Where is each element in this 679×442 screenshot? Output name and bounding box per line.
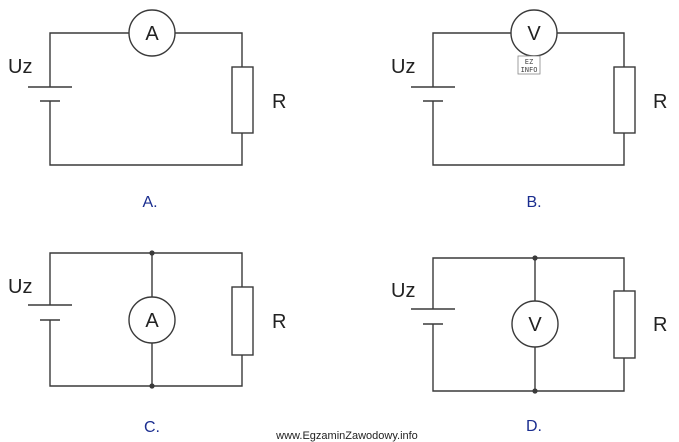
resistor-symbol: [231, 66, 254, 134]
load-label: R: [653, 91, 667, 113]
footer-url: www.EgzaminZawodowy.info: [275, 430, 418, 442]
battery-symbol: [411, 86, 455, 102]
meter-label: V: [527, 23, 541, 45]
load-label: R: [272, 91, 286, 113]
ammeter-symbol: [128, 9, 176, 57]
source-label: Uz: [8, 276, 32, 298]
resistor-symbol: [231, 286, 254, 356]
load-label: R: [272, 311, 286, 333]
junction-node: [149, 250, 155, 256]
svg-text:INFO: INFO: [521, 66, 538, 74]
meter-label: A: [145, 310, 159, 332]
circuit-b: Uz V R B. EZ INFO: [391, 9, 667, 211]
circuit-a-wires: [49, 32, 243, 166]
source-label: Uz: [391, 280, 415, 302]
junction-node: [532, 388, 538, 394]
ammeter-symbol: [128, 296, 176, 344]
meter-label: A: [145, 23, 159, 45]
circuit-c: Uz A R C.: [8, 250, 286, 436]
resistor-symbol: [613, 290, 636, 359]
battery-symbol: [28, 86, 72, 102]
junction-node: [149, 383, 155, 389]
circuit-c-wires: [49, 252, 243, 387]
battery-symbol: [411, 308, 455, 325]
resistor-symbol: [613, 66, 636, 134]
circuit-a: Uz A R A.: [8, 9, 286, 211]
source-label: Uz: [391, 56, 415, 78]
caption-a: A.: [142, 194, 157, 211]
caption-d: D.: [526, 418, 542, 435]
circuit-d-wires: [432, 257, 625, 392]
caption-c: C.: [144, 419, 160, 436]
caption-b: B.: [526, 194, 541, 211]
junction-node: [532, 255, 538, 261]
circuit-d: Uz V R D.: [391, 255, 667, 435]
load-label: R: [653, 314, 667, 336]
source-label: Uz: [8, 56, 32, 78]
voltmeter-symbol: [511, 300, 559, 348]
battery-symbol: [28, 304, 72, 321]
meter-label: V: [528, 314, 542, 336]
watermark-stamp: EZ INFO: [517, 55, 541, 75]
svg-text:EZ: EZ: [525, 58, 533, 66]
circuit-b-wires: [432, 32, 625, 166]
